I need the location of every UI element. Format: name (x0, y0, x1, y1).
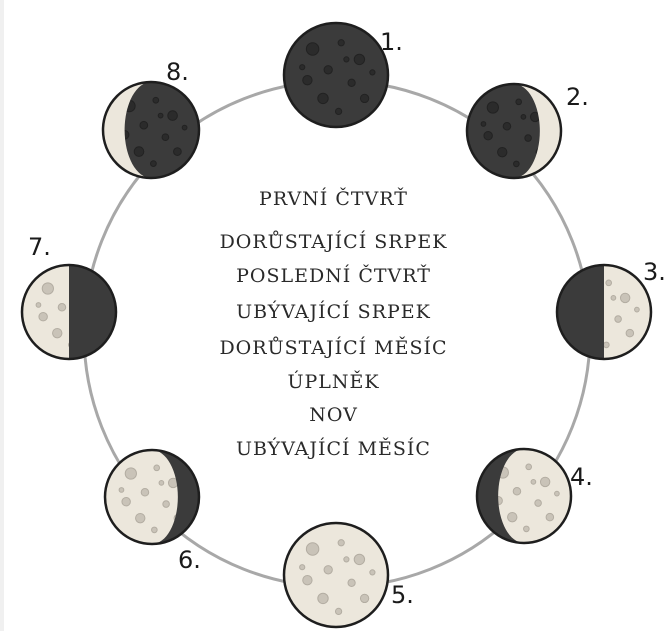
term-item: DORŮSTAJÍCÍ SRPEK (0, 231, 667, 253)
term-item: UBÝVAJÍCÍ SRPEK (0, 301, 667, 323)
term-item: UBÝVAJÍCÍ MĚSÍC (0, 438, 667, 460)
term-item: DORŮSTAJÍCÍ MĚSÍC (0, 337, 667, 359)
phase-number-label: 8. (166, 58, 189, 86)
phase-number-label: 4. (570, 463, 593, 491)
full-moon-icon (284, 523, 388, 627)
term-item: PRVNÍ ČTVRŤ (0, 188, 667, 210)
waning-crescent-moon-icon (103, 82, 199, 178)
term-item: NOV (0, 404, 667, 426)
waxing-gibbous-moon-icon (477, 449, 571, 543)
term-item: POSLEDNÍ ČTVRŤ (0, 265, 667, 287)
phase-number-label: 5. (391, 581, 414, 609)
phase-number-label: 1. (380, 28, 403, 56)
waning-gibbous-moon-icon (105, 450, 199, 544)
term-item: ÚPLNĚK (0, 371, 667, 393)
phase-number-label: 2. (566, 83, 589, 111)
phase-number-label: 6. (178, 546, 201, 574)
waxing-crescent-moon-icon (467, 84, 561, 178)
new-moon-icon (284, 23, 388, 127)
